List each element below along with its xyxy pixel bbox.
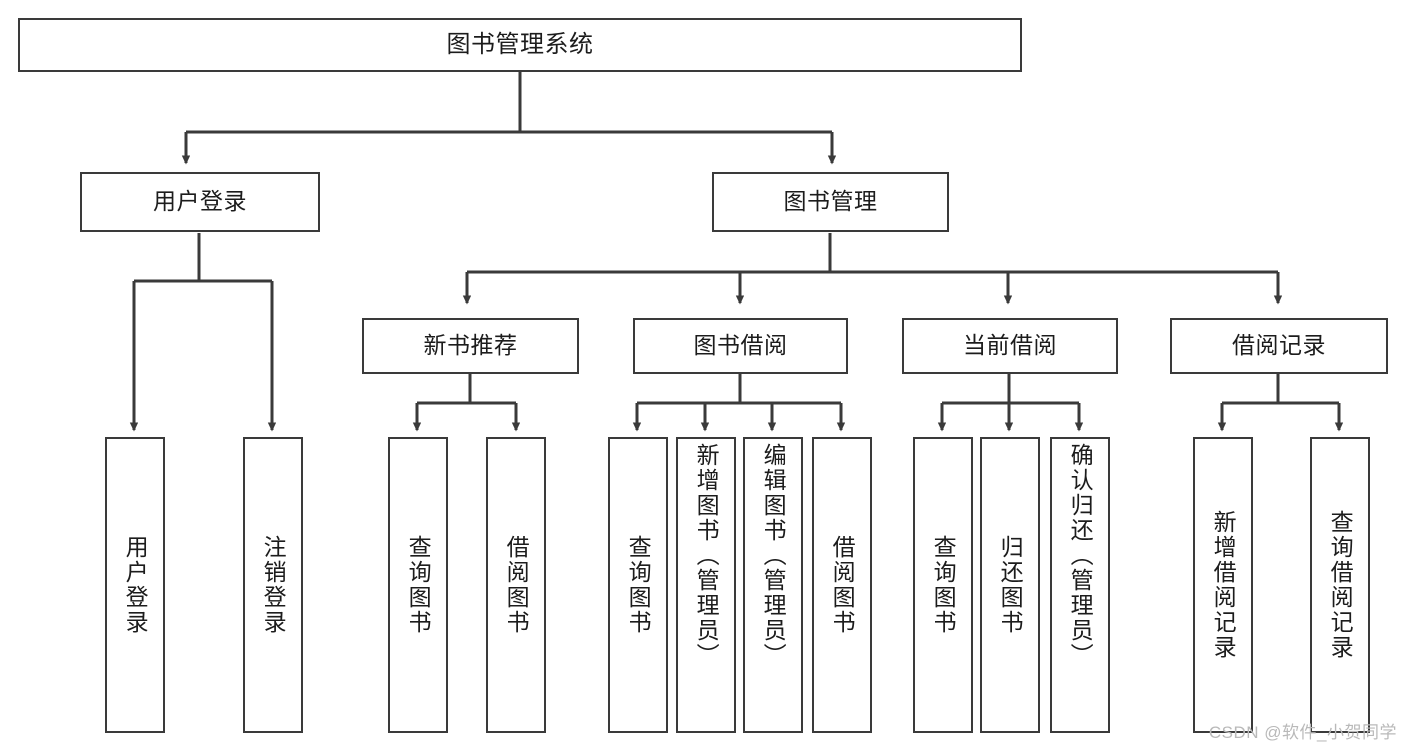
node-leaf-add-book-admin[interactable]: 新增图书（管理员）	[676, 437, 736, 733]
node-user-login-label: 用户登录	[153, 188, 247, 215]
node-book-borrow[interactable]: 图书借阅	[633, 318, 848, 374]
node-book-manage-label: 图书管理	[783, 188, 878, 215]
node-leaf-logout-login-label: 注销登录	[260, 535, 287, 635]
node-borrow-record-label: 借阅记录	[1232, 332, 1326, 359]
node-new-book-rec[interactable]: 新书推荐	[362, 318, 579, 374]
node-new-book-rec-label: 新书推荐	[423, 332, 518, 359]
node-leaf-query-book-current[interactable]: 查询图书	[913, 437, 973, 733]
node-leaf-query-book-borrow[interactable]: 查询图书	[608, 437, 668, 733]
node-leaf-edit-book-admin[interactable]: 编辑图书（管理员）	[743, 437, 803, 733]
node-leaf-query-borrow-record[interactable]: 查询借阅记录	[1310, 437, 1370, 733]
node-borrow-record[interactable]: 借阅记录	[1170, 318, 1388, 374]
watermark-text: CSDN @软件_小贺同学	[1208, 723, 1397, 742]
node-leaf-borrow-book-label: 借阅图书	[829, 535, 856, 635]
node-leaf-return-book[interactable]: 归还图书	[980, 437, 1040, 733]
node-leaf-user-login[interactable]: 用户登录	[105, 437, 165, 733]
node-leaf-add-book-admin-label: 新增图书（管理员）	[693, 443, 720, 668]
node-leaf-logout-login[interactable]: 注销登录	[243, 437, 303, 733]
node-leaf-user-login-label: 用户登录	[122, 535, 149, 635]
node-leaf-add-borrow-record[interactable]: 新增借阅记录	[1193, 437, 1253, 733]
node-user-login[interactable]: 用户登录	[80, 172, 320, 232]
node-root[interactable]: 图书管理系统	[18, 18, 1022, 72]
node-leaf-borrow-book[interactable]: 借阅图书	[812, 437, 872, 733]
node-leaf-query-book-rec[interactable]: 查询图书	[388, 437, 448, 733]
node-current-borrow-label: 当前借阅	[963, 332, 1057, 359]
node-leaf-query-borrow-record-label: 查询借阅记录	[1327, 510, 1354, 660]
node-leaf-query-book-rec-label: 查询图书	[405, 535, 432, 635]
node-leaf-query-book-current-label: 查询图书	[930, 535, 957, 635]
node-leaf-borrow-book-rec[interactable]: 借阅图书	[486, 437, 546, 733]
node-current-borrow[interactable]: 当前借阅	[902, 318, 1118, 374]
node-leaf-return-book-label: 归还图书	[997, 535, 1024, 635]
node-leaf-edit-book-admin-label: 编辑图书（管理员）	[760, 443, 787, 668]
node-root-label: 图书管理系统	[446, 30, 594, 58]
node-book-manage[interactable]: 图书管理	[712, 172, 949, 232]
node-leaf-add-borrow-record-label: 新增借阅记录	[1210, 510, 1237, 660]
node-book-borrow-label: 图书借阅	[693, 332, 788, 359]
node-leaf-confirm-return-admin-label: 确认归还（管理员）	[1067, 443, 1094, 668]
node-leaf-confirm-return-admin[interactable]: 确认归还（管理员）	[1050, 437, 1110, 733]
node-leaf-borrow-book-rec-label: 借阅图书	[503, 535, 530, 635]
node-leaf-query-book-borrow-label: 查询图书	[625, 535, 652, 635]
